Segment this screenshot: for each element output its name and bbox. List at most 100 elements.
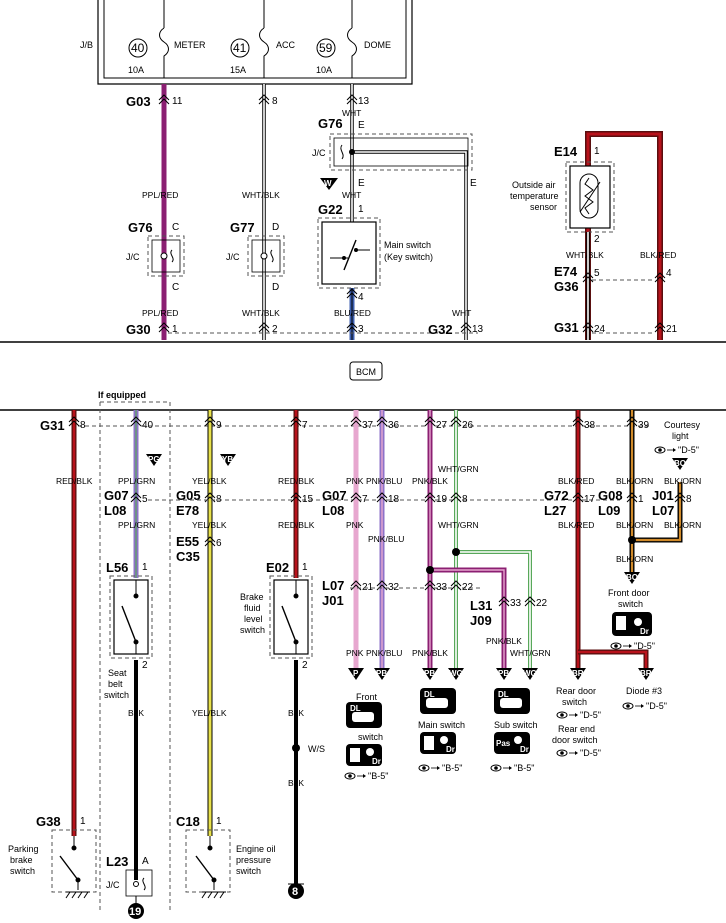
wire-label: BLK/RED — [640, 250, 676, 260]
wg-marker-icon — [522, 668, 538, 680]
pin: 9 — [216, 420, 222, 431]
connector-g30: G30 — [126, 322, 151, 337]
marker-label: WG — [523, 669, 537, 678]
component-label: Brake — [240, 592, 264, 602]
pin: 40 — [142, 420, 154, 431]
connector-e02: E02 — [266, 560, 289, 575]
connector-l09: L09 — [598, 503, 620, 518]
connector-l23: L23 — [106, 854, 128, 869]
pin: 33 — [436, 582, 448, 593]
pin: 1 — [594, 146, 600, 157]
wire-label: PNK/BLK — [486, 636, 522, 646]
icon-label: Pas — [496, 739, 511, 748]
pin: C — [172, 222, 179, 233]
component-label: temperature — [510, 191, 559, 201]
wire-label: BLK — [128, 708, 144, 718]
component-label: door switch — [552, 735, 598, 745]
pin: 21 — [666, 324, 678, 335]
wire-label: PPL/RED — [142, 308, 178, 318]
if-equipped-bracket — [99, 401, 171, 910]
connector-l08-a: L08 — [104, 503, 126, 518]
connector-g07-b: G07 — [322, 488, 347, 503]
wire-label: WHT/GRN — [510, 648, 551, 658]
pin: 1 — [142, 562, 148, 573]
wire-label: PPL/RED — [142, 190, 178, 200]
component-label: Outside air — [512, 180, 556, 190]
connector-j09: J09 — [470, 613, 492, 628]
icon-label: DL — [498, 690, 509, 699]
component-label: Front door — [608, 588, 650, 598]
pin: 37 — [362, 420, 374, 431]
pin: 22 — [462, 582, 474, 593]
pin: 17 — [584, 494, 596, 505]
marker-label: PB — [376, 669, 387, 678]
marker-label: PB — [424, 669, 435, 678]
component-label: switch — [236, 866, 261, 876]
pin: 8 — [272, 96, 278, 107]
marker-label: PB — [498, 669, 509, 678]
connector-g05: G05 — [176, 488, 201, 503]
marker-label: BO — [626, 573, 638, 582]
wire-label: PNK/BLU — [368, 534, 404, 544]
wire-label: WHT — [452, 308, 471, 318]
reference: "B-5" — [368, 771, 388, 781]
component-label: Parking — [8, 844, 39, 854]
wire-label: BLK/ORN — [664, 476, 701, 486]
wire-label: PNK — [346, 648, 364, 658]
fuse-40-amp: 10A — [128, 65, 144, 75]
fuse-59-name: DOME — [364, 40, 391, 50]
fuse-59-number: 59 — [319, 41, 333, 55]
component-label: Main switch — [418, 720, 465, 730]
pin: D — [272, 222, 279, 233]
pin: 19 — [436, 494, 448, 505]
pin: 13 — [358, 96, 370, 107]
connector-l07-a: L07 — [322, 578, 344, 593]
wire-label: YEL/BLK — [192, 476, 227, 486]
seat-belt-switch-icon — [121, 580, 139, 654]
pin: 39 — [638, 420, 650, 431]
pin: 8 — [462, 494, 468, 505]
icon-label: Dr — [640, 627, 649, 636]
component-label: switch — [104, 690, 129, 700]
wire-label: BLU/RED — [334, 308, 371, 318]
marker-label: W — [324, 179, 332, 188]
component-label: Sub switch — [494, 720, 538, 730]
br-marker-icon — [570, 668, 586, 680]
wire-label: WHT/GRN — [438, 464, 479, 474]
reference: "B-5" — [514, 763, 534, 773]
fuse-40-number: 40 — [131, 41, 145, 55]
component-label: switch — [358, 732, 383, 742]
pin: 2 — [302, 660, 308, 671]
marker-label: P — [353, 669, 359, 678]
connector-g07-a: G07 — [104, 488, 129, 503]
pin: 18 — [388, 494, 400, 505]
pin: 26 — [462, 420, 474, 431]
connector-g76-top: G76 — [318, 116, 343, 131]
reference: "B-5" — [442, 763, 462, 773]
connector-c35: C35 — [176, 549, 200, 564]
parking-brake-switch-icon — [59, 836, 90, 899]
pin: 4 — [358, 292, 364, 303]
pin: E — [358, 120, 365, 131]
pin: 36 — [388, 420, 400, 431]
wire-label: BLK — [288, 778, 304, 788]
ground-label: 8 — [292, 886, 298, 898]
pin: D — [272, 282, 279, 293]
marker-label: BR — [572, 669, 584, 678]
connector-l07-b: L07 — [652, 503, 674, 518]
wire-label: BLK/RED — [558, 476, 594, 486]
pin: 15 — [302, 494, 314, 505]
connector-j01-a: J01 — [322, 593, 344, 608]
pin: 1 — [216, 816, 222, 827]
connector-e74: E74 — [554, 264, 578, 279]
connector-g03: G03 — [126, 94, 151, 109]
component-label: switch — [10, 866, 35, 876]
connector-g38: G38 — [36, 814, 61, 829]
connector-g31-top: G31 — [554, 320, 579, 335]
connector-l08-b: L08 — [322, 503, 344, 518]
reference: "D-5" — [580, 710, 601, 720]
connector-j01-b: J01 — [652, 488, 674, 503]
junction-connector-g76-left — [147, 235, 185, 277]
pin: 2 — [142, 660, 148, 671]
